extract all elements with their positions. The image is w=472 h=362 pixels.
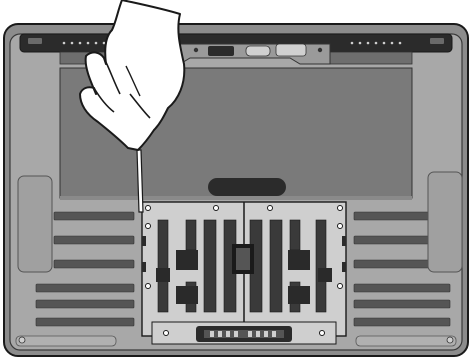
trackpad-assembly [142,202,346,336]
battery-pull-tab [208,178,286,196]
foot-right [356,336,456,346]
bottom-connector [152,322,336,344]
connector [246,46,270,56]
right-pad [428,172,462,272]
connector [208,46,234,56]
left-pad [18,176,52,272]
foot-left [16,336,116,346]
connector [276,44,306,56]
